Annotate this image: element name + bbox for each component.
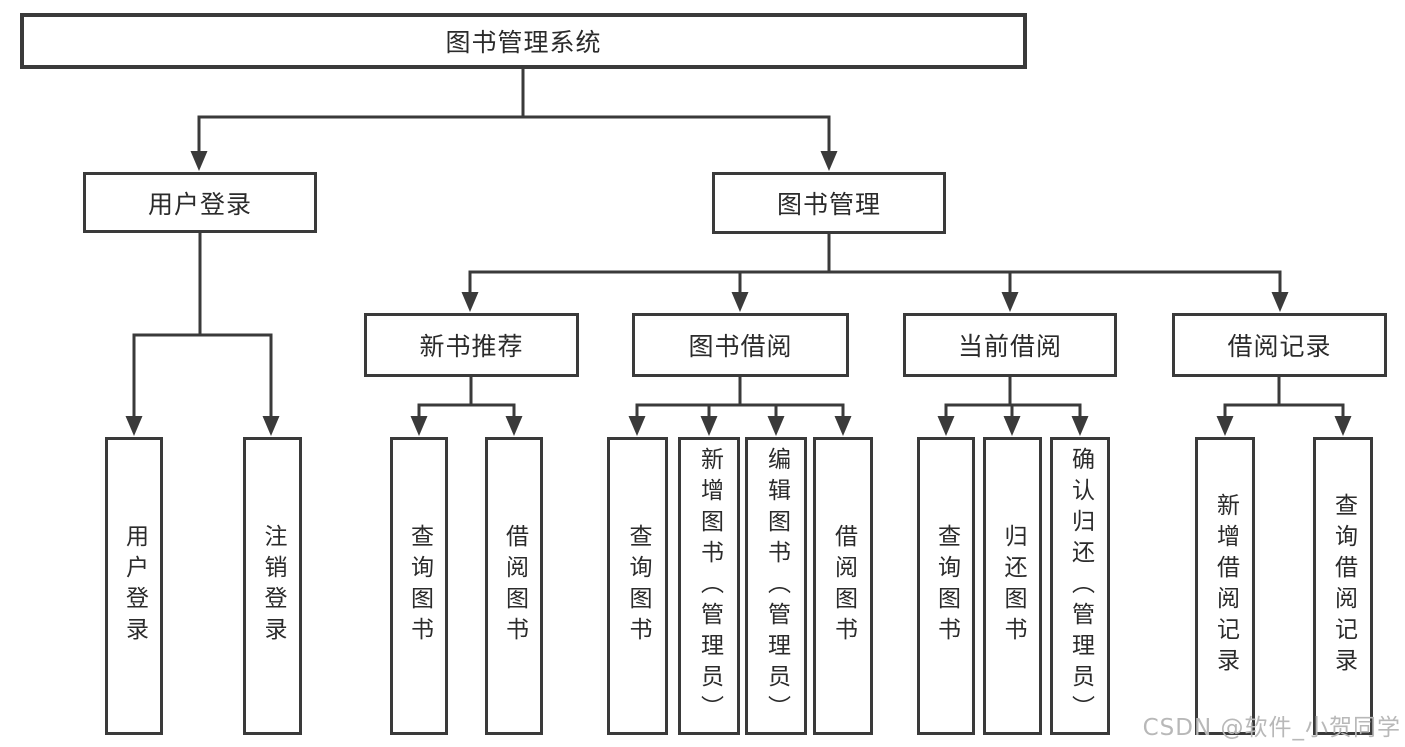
node-label: 查询图书 [625, 524, 651, 648]
node-user-login: 用户登录 [83, 172, 317, 233]
node-label: 编辑图书（管理员） [763, 446, 790, 726]
connector-book-borrow-to-children [628, 377, 852, 436]
node-new-book-recommend: 新书推荐 [364, 313, 579, 377]
node-leaf-borrow-book: 借阅图书 [813, 437, 873, 735]
node-leaf-logout: 注销登录 [243, 437, 302, 735]
node-leaf-query-borrow-record: 查询借阅记录 [1313, 437, 1373, 735]
node-label: 确认归还（管理员） [1067, 446, 1094, 726]
connector-root-to-level2 [190, 68, 838, 171]
node-library-management-system: 图书管理系统 [20, 13, 1027, 69]
node-label: 借阅图书 [830, 524, 857, 648]
connector-book-mgmt-to-level3 [461, 234, 1289, 312]
node-label: 新增图书（管理员） [696, 446, 723, 726]
node-label: 注销登录 [260, 524, 286, 648]
node-leaf-recommend-query-book: 查询图书 [390, 437, 448, 735]
node-label: 用户登录 [147, 189, 252, 219]
connector-current-borrow-to-children [937, 377, 1089, 436]
node-label: 用户登录 [121, 524, 148, 648]
node-leaf-user-login: 用户登录 [105, 437, 163, 735]
node-leaf-borrow-query-book: 查询图书 [607, 437, 668, 735]
node-label: 查询图书 [406, 524, 433, 648]
node-label: 查询借阅记录 [1330, 493, 1357, 679]
node-borrow-record: 借阅记录 [1172, 313, 1387, 377]
node-leaf-add-book-admin: 新增图书（管理员） [678, 437, 740, 735]
node-leaf-add-borrow-record: 新增借阅记录 [1195, 437, 1255, 735]
node-leaf-edit-book-admin: 编辑图书（管理员） [745, 437, 807, 735]
node-label: 新书推荐 [419, 332, 524, 361]
node-label: 查询图书 [933, 524, 960, 648]
node-book-borrow: 图书借阅 [632, 313, 849, 377]
node-book-management: 图书管理 [712, 172, 946, 234]
node-leaf-current-query-book: 查询图书 [917, 437, 975, 735]
node-label: 当前借阅 [957, 332, 1062, 361]
watermark-text: CSDN @软件_小贺同学 [1142, 715, 1401, 741]
node-label: 新增借阅记录 [1212, 493, 1239, 679]
node-label: 借阅图书 [501, 524, 528, 648]
node-label: 归还图书 [1000, 524, 1026, 648]
node-label: 图书管理系统 [445, 28, 602, 57]
node-current-borrow: 当前借阅 [903, 313, 1117, 377]
node-label: 图书借阅 [688, 332, 793, 361]
connector-borrow-record-to-children [1216, 377, 1352, 436]
node-leaf-recommend-borrow-book: 借阅图书 [485, 437, 543, 735]
node-leaf-return-book: 归还图书 [983, 437, 1042, 735]
connector-user-login-to-children [125, 233, 280, 436]
node-label: 借阅记录 [1227, 332, 1332, 361]
connector-new-book-rec-to-children [410, 377, 523, 436]
node-label: 图书管理 [776, 190, 881, 219]
node-leaf-confirm-return-admin: 确认归还（管理员） [1050, 437, 1110, 735]
